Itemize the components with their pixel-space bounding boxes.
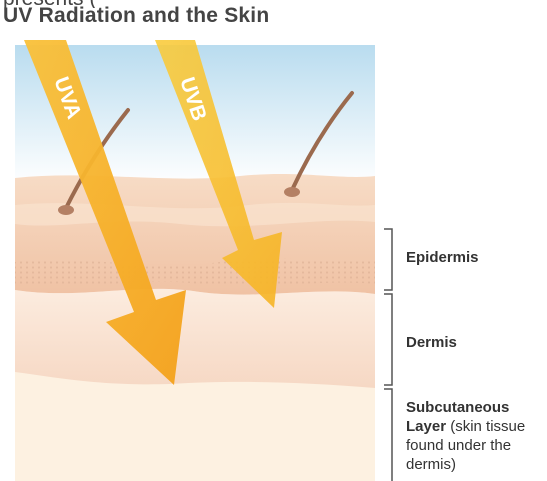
dermis-bracket bbox=[384, 294, 392, 385]
subcutaneous-name-line2: Layer bbox=[406, 418, 446, 435]
hair-follicle-right bbox=[284, 187, 300, 197]
dermis-label: Dermis bbox=[406, 333, 457, 352]
subcutaneous-layer bbox=[15, 370, 375, 481]
subcutaneous-name: Subcutaneous bbox=[406, 399, 509, 416]
epidermis-label: Epidermis bbox=[406, 248, 479, 267]
subcutaneous-desc-inline: (skin tissue bbox=[450, 418, 525, 435]
subcutaneous-desc-line1: found under the bbox=[406, 436, 546, 455]
subcutaneous-bracket bbox=[384, 389, 392, 481]
epidermis-bracket bbox=[384, 229, 392, 290]
hair-follicle-left bbox=[58, 205, 74, 215]
dermis-layer bbox=[15, 289, 375, 388]
subcutaneous-label: Subcutaneous Layer (skin tissue found un… bbox=[406, 398, 546, 474]
subcutaneous-desc-line2: dermis) bbox=[406, 455, 546, 474]
